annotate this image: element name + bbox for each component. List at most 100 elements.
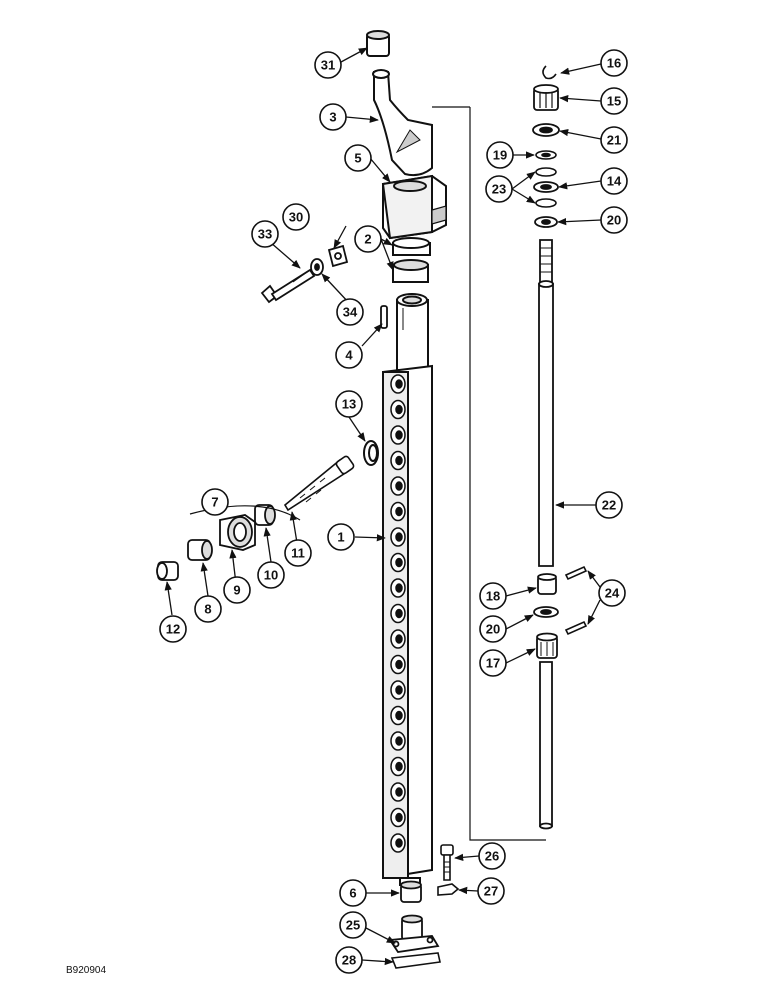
callout-23: 23 — [485, 175, 513, 203]
callout-15-label: 15 — [607, 94, 621, 109]
callout-21-label: 21 — [607, 133, 621, 148]
callout-16-label: 16 — [607, 56, 621, 71]
spacer-part-8 — [187, 539, 213, 561]
callout-31: 31 — [314, 51, 342, 79]
column-hole-center — [395, 583, 403, 593]
callout-28-label: 28 — [342, 953, 356, 968]
callout-17: 17 — [479, 649, 507, 677]
washer-part-34 — [310, 258, 324, 276]
callout-4-label: 4 — [345, 348, 353, 363]
alignment-line — [469, 107, 546, 841]
main-column-part-1 — [382, 293, 433, 886]
callout-25: 25 — [339, 911, 367, 939]
fitting-part-10 — [254, 504, 276, 526]
callout-9: 9 — [223, 576, 251, 604]
coupling-part-18 — [537, 573, 557, 595]
bolt-part-33 — [260, 268, 316, 304]
callout-14: 14 — [600, 167, 628, 195]
callout-16: 16 — [600, 49, 628, 77]
body-part-9 — [219, 514, 256, 551]
callout-13: 13 — [335, 390, 363, 418]
column-hole-center — [395, 634, 403, 644]
callout-18-label: 18 — [486, 589, 500, 604]
column-hole-center — [395, 787, 403, 797]
bearing-part-21 — [532, 123, 560, 137]
callout-21: 21 — [600, 126, 628, 154]
callout-4: 4 — [335, 341, 363, 369]
callout-19: 19 — [486, 141, 514, 169]
column-hole-center — [395, 404, 403, 415]
callout-13-label: 13 — [342, 397, 356, 412]
callout-6-label: 6 — [349, 886, 356, 901]
callout-11-label: 11 — [291, 546, 305, 561]
callout-17-label: 17 — [486, 656, 500, 671]
callout-9-label: 9 — [233, 583, 240, 598]
clip-part-28 — [390, 952, 441, 969]
seal-part-13 — [363, 440, 379, 466]
callout-33: 33 — [251, 220, 279, 248]
column-hole-center — [395, 838, 403, 848]
callout-26: 26 — [478, 842, 506, 870]
bearing-part-14 — [533, 181, 559, 193]
callouts: 31 3 5 30 33 2 34 4 13 7 1 11 10 9 8 12 … — [159, 49, 628, 974]
coupling-part-15 — [533, 84, 559, 111]
callout-24-label: 24 — [605, 586, 620, 601]
callout-33-label: 33 — [258, 227, 272, 242]
callout-3: 3 — [319, 103, 347, 131]
callout-23-label: 23 — [492, 182, 506, 197]
callout-27-label: 27 — [484, 884, 498, 899]
callout-20-top-label: 20 — [607, 213, 621, 228]
column-hole-center — [395, 481, 403, 491]
callout-31-label: 31 — [321, 58, 335, 73]
washer-part-23 — [535, 167, 557, 208]
callout-7: 7 — [201, 488, 229, 516]
callout-34-label: 34 — [343, 305, 358, 320]
callout-15: 15 — [600, 87, 628, 115]
callout-5-label: 5 — [354, 151, 361, 166]
callout-8-label: 8 — [204, 602, 211, 617]
column-hole-center — [395, 659, 403, 670]
cap-part-12 — [156, 561, 179, 581]
nut-part-27 — [437, 883, 460, 896]
column-hole-center — [395, 506, 403, 517]
block-part-5 — [381, 174, 447, 240]
callout-12-label: 12 — [166, 622, 180, 637]
callout-6: 6 — [339, 879, 367, 907]
callout-14-label: 14 — [607, 174, 622, 189]
callout-8: 8 — [194, 595, 222, 623]
figure-code: B920904 — [66, 965, 106, 976]
plate-part-30 — [327, 244, 349, 268]
bearing-part-20-bottom — [533, 606, 559, 618]
callout-3-label: 3 — [329, 110, 336, 125]
callout-22-label: 22 — [602, 498, 616, 513]
lower-shaft — [539, 661, 553, 830]
column-hole-center — [395, 430, 403, 440]
callout-11: 11 — [284, 539, 312, 567]
mount-part-25 — [388, 914, 440, 953]
callout-28: 28 — [335, 946, 363, 974]
callout-27: 27 — [477, 877, 505, 905]
pins-part-24 — [564, 565, 588, 636]
column-hole-center — [395, 608, 403, 619]
callout-30-label: 30 — [289, 210, 303, 225]
column-hole-center — [395, 455, 403, 466]
callout-18: 18 — [479, 582, 507, 610]
callout-5: 5 — [344, 144, 372, 172]
column-hole-center — [395, 710, 403, 721]
callout-24: 24 — [598, 579, 626, 607]
callout-26-label: 26 — [485, 849, 499, 864]
callout-25-label: 25 — [346, 918, 360, 933]
bearing-part-2 — [392, 237, 431, 283]
bushing-part-6 — [400, 880, 422, 903]
column-hole-center — [395, 812, 403, 823]
nozzle-part-11 — [283, 455, 355, 512]
pin-part-4 — [380, 305, 388, 329]
shaft-part-22 — [538, 239, 554, 567]
callout-2-label: 2 — [364, 232, 371, 247]
coupling-part-17 — [536, 632, 558, 659]
column-hole-center — [395, 736, 403, 746]
callout-20-top: 20 — [600, 206, 628, 234]
callout-12: 12 — [159, 615, 187, 643]
